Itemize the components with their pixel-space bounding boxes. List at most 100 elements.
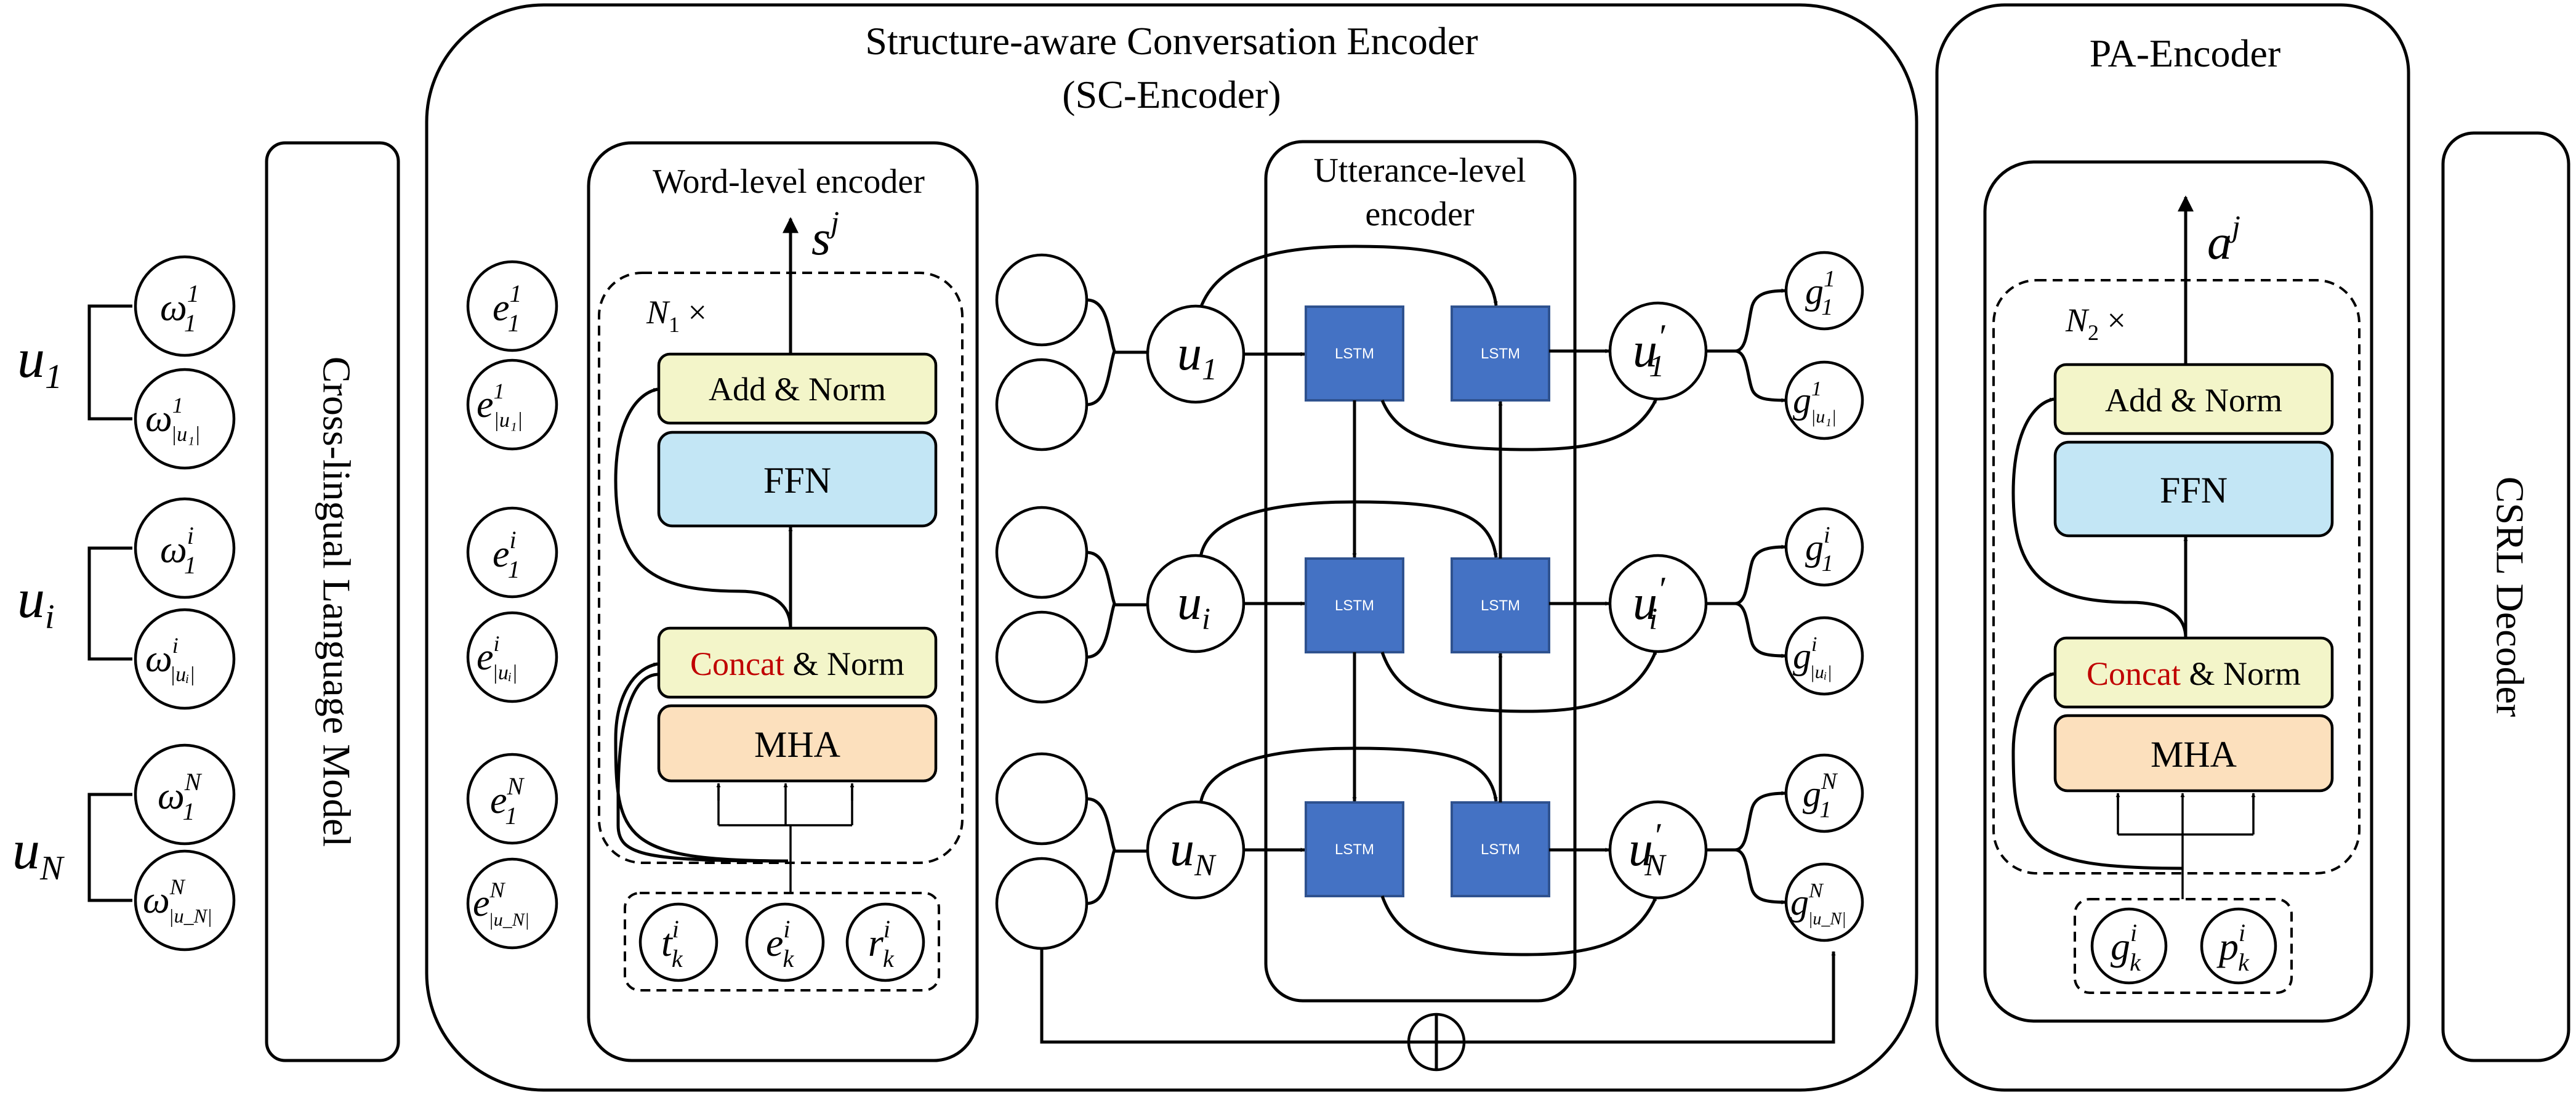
- pa-add-norm-block: [2053, 363, 2334, 435]
- e-node-label: e1|u₁|: [477, 379, 523, 432]
- xlm-label: Cross-lingual Language Model: [315, 357, 358, 847]
- utt-level-connections: [1199, 244, 1658, 956]
- ffn-label: FFN: [763, 460, 831, 501]
- csrl-decoder-label: CSRL Decoder: [2488, 477, 2532, 717]
- pa-encoder-block: PA-Encoder N2 × aj Add & Norm FFN Concat…: [1935, 3, 2410, 1092]
- word-encoder-stack: [598, 272, 964, 864]
- e-node-label: eN|u_N|: [473, 878, 529, 930]
- un-prime-label: u′N: [1628, 817, 1667, 882]
- ui-node-label: ui: [1177, 576, 1210, 636]
- u1-prime-label: u′1: [1633, 318, 1665, 383]
- add-norm-block: [657, 352, 938, 425]
- pa-ffn-block: [2053, 440, 2334, 538]
- lstm-cell: LSTM: [1305, 557, 1404, 653]
- pa-encoder-title: PA-Encoder: [2090, 31, 2280, 75]
- sc-encoder-title: Structure-aware Conversation Encoder: [865, 19, 1478, 63]
- mha-label: MHA: [754, 724, 840, 765]
- u1-node-label: u1: [1177, 326, 1217, 386]
- cross-lingual-language-model-block: Cross-lingual Language Model: [265, 141, 400, 1062]
- un-input-label: uN: [12, 820, 65, 887]
- n2-repeat-label: N2 ×: [2065, 302, 2126, 345]
- a-output-label: aj: [2207, 209, 2240, 270]
- n1-repeat-label: N1 ×: [646, 294, 707, 337]
- empty-node: [995, 506, 1089, 599]
- word-encoder-title: Word-level encoder: [653, 163, 925, 201]
- s-output-label: sj: [811, 204, 839, 265]
- utt-encoder-title-2: encoder: [1365, 195, 1475, 233]
- omega-node-label: ωi|uᵢ|: [145, 633, 195, 686]
- omega-node-label: ω1|u₁|: [145, 393, 200, 446]
- empty-node: [995, 610, 1089, 704]
- pa-add-norm-label: Add & Norm: [2105, 382, 2282, 419]
- empty-node: [995, 253, 1089, 347]
- u1-input-label: u1: [17, 328, 62, 396]
- pa-input-group: [2074, 898, 2293, 994]
- svg-text:LSTM: LSTM: [1335, 345, 1374, 362]
- ui-input-label: ui: [17, 568, 55, 636]
- un-node-label: uN: [1170, 822, 1217, 882]
- sc-encoder-subtitle: (SC-Encoder): [1062, 73, 1281, 116]
- utterance-level-encoder: Utterance-level encoder: [1264, 140, 1577, 1003]
- lstm-cell: LSTM: [1451, 305, 1550, 402]
- pa-concat-norm-label: Concat & Norm: [2087, 655, 2301, 692]
- add-norm-label: Add & Norm: [709, 371, 886, 408]
- svg-text:LSTM: LSTM: [1335, 597, 1374, 614]
- svg-text:LSTM: LSTM: [1481, 345, 1520, 362]
- empty-node: [995, 358, 1089, 451]
- word-input-group: [624, 892, 940, 992]
- lstm-cell: LSTM: [1451, 557, 1550, 653]
- output-braces: [1707, 288, 1786, 905]
- empty-node: [995, 752, 1089, 846]
- svg-text:LSTM: LSTM: [1481, 597, 1520, 614]
- empty-node: [995, 857, 1089, 950]
- concat-norm-label: Concat & Norm: [690, 645, 904, 682]
- utt-encoder-title-1: Utterance-level: [1313, 152, 1526, 190]
- pa-ffn-label: FFN: [2160, 470, 2228, 511]
- svg-text:LSTM: LSTM: [1335, 841, 1374, 858]
- residual-path: [1040, 948, 1836, 1072]
- lstm-grid: LSTM LSTM LSTM LSTM LSTM LSTM: [1305, 305, 1550, 897]
- lstm-cell: LSTM: [1305, 305, 1404, 402]
- pa-mha-block: [2053, 714, 2334, 793]
- pa-concat-norm-block: [2053, 636, 2334, 709]
- ui-prime-label: u′i: [1633, 570, 1665, 636]
- svg-text:LSTM: LSTM: [1481, 841, 1520, 858]
- word-level-encoder: Word-level encoder N1 × sj Add & Norm FF…: [587, 141, 979, 1062]
- lstm-cell: LSTM: [1451, 801, 1550, 897]
- pa-encoder-stack: [1992, 279, 2361, 875]
- g-node-label: g1|u₁|: [1793, 378, 1837, 427]
- csrl-decoder-block: CSRL Decoder: [2441, 131, 2570, 1062]
- g-node-label: gi|uᵢ|: [1793, 633, 1832, 682]
- ffn-block: [657, 430, 938, 528]
- utterance-output-nodes: u′1 u′i u′N: [1608, 301, 1708, 900]
- concat-norm-block: [657, 626, 938, 699]
- g-node-label: gN|u_N|: [1790, 879, 1846, 929]
- pa-mha-label: MHA: [2151, 734, 2237, 775]
- mha-block: [657, 704, 938, 783]
- utterance-nodes: u1 ui uN: [1146, 304, 1246, 900]
- omega-node-label: ωN|u_N|: [143, 875, 212, 927]
- lstm-cell: LSTM: [1305, 801, 1404, 897]
- utterance-input-circles: [995, 253, 1146, 950]
- e-node-label: ei|uᵢ|: [477, 631, 518, 684]
- sc-encoder-block: Structure-aware Conversation Encoder (SC…: [425, 3, 1918, 1092]
